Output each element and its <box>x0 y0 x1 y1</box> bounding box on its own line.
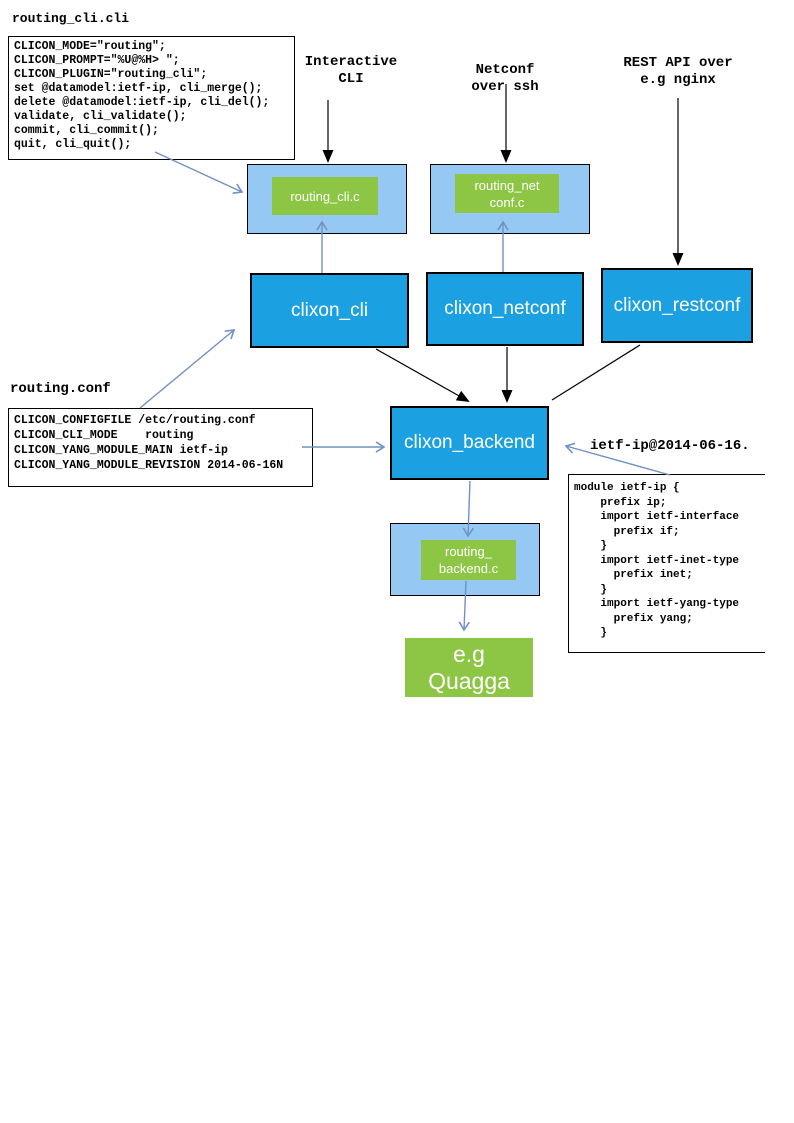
clixon-netconf-box: clixon_netconf <box>426 272 584 346</box>
routing-netconf-plugin-box: routing_net conf.c <box>455 174 559 213</box>
arrow-restconf-to-backend <box>551 344 641 401</box>
cli-spec-code-box: CLICON_MODE="routing"; CLICON_PROMPT="%U… <box>8 36 295 160</box>
clixon-restconf-box: clixon_restconf <box>601 268 753 343</box>
rest-api-label: REST API over e.g nginx <box>623 55 733 88</box>
yang-file-title: ietf-ip@2014-06-16. <box>590 438 750 454</box>
conf-file-title: routing.conf <box>10 381 111 397</box>
connector-conf-to-clixoncli <box>139 329 236 409</box>
cli-spec-file-title: routing_cli.cli <box>12 11 130 26</box>
clixon-backend-box: clixon_backend <box>390 406 549 480</box>
arrow-cli-to-backend <box>375 348 470 402</box>
routing-backend-plugin-box: routing_ backend.c <box>421 540 516 580</box>
yang-code-box: module ietf-ip { prefix ip; import ietf-… <box>568 474 765 653</box>
quagga-box: e.g Quagga <box>405 638 533 697</box>
netconf-over-ssh-label: Netconf over ssh <box>471 62 539 95</box>
conf-code-box: CLICON_CONFIGFILE /etc/routing.conf CLIC… <box>8 408 313 487</box>
routing-cli-plugin-box: routing_cli.c <box>272 177 378 215</box>
interactive-cli-label: Interactive CLI <box>304 54 398 87</box>
clixon-cli-box: clixon_cli <box>250 273 409 348</box>
